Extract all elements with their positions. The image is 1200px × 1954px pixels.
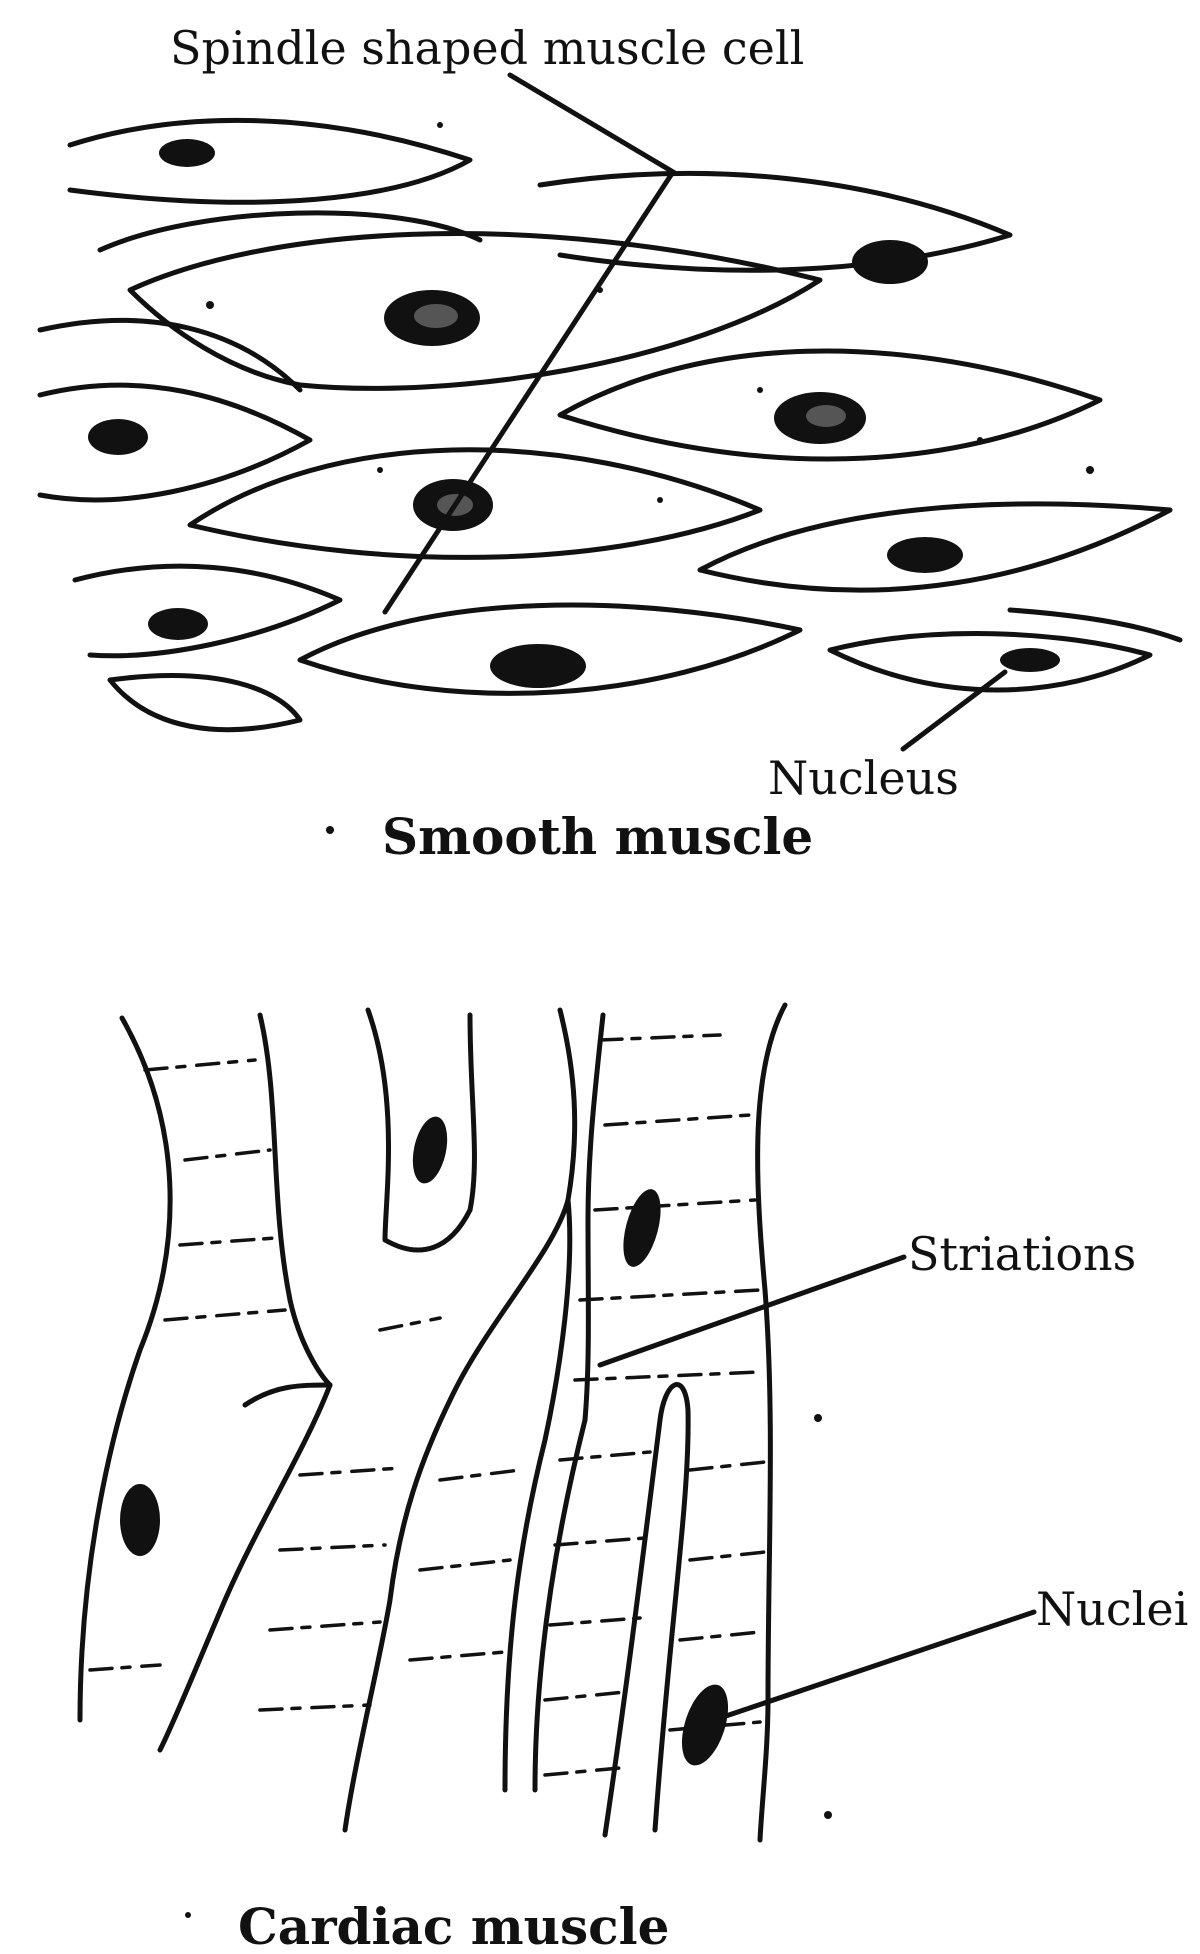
cardiac-muscle-fibers (77, 1002, 788, 1843)
cardiac-fiber-outline (365, 1007, 473, 1253)
striations-label: Striations (908, 1227, 1136, 1281)
speck (206, 301, 214, 309)
smooth-cell-outline (537, 170, 1013, 273)
smooth-nucleus (852, 240, 928, 284)
striations-leader-line (597, 1254, 907, 1368)
cardiac-fiber-outline (602, 1382, 691, 1838)
smooth-nucleus (88, 419, 148, 455)
spindle-label: Spindle shaped muscle cell (170, 21, 804, 75)
cardiac-fiber-outline (467, 1012, 477, 1213)
speck (814, 1414, 822, 1422)
smooth-cell-outline (297, 602, 803, 696)
spindle-leader-line (382, 72, 677, 615)
smooth-muscle-title: Smooth muscle (382, 807, 813, 866)
striation (558, 1450, 652, 1462)
smooth-cell-outline (107, 673, 303, 733)
cardiac-fiber-outline (532, 1417, 588, 1793)
striation (378, 1316, 442, 1332)
striation (688, 1550, 767, 1562)
smooth-cell-outline (827, 631, 1153, 693)
smooth-cell-outline (557, 348, 1103, 462)
smooth-cell-outline (697, 501, 1173, 593)
striation (548, 1616, 642, 1627)
cardiac-muscle-section: Striations Nuclei Cardiac muscle (77, 1002, 1188, 1954)
nucleus-leader-line (900, 669, 1008, 752)
cardiac-fiber-outline (755, 1002, 788, 1843)
smooth-muscle-section: Spindle shaped muscle cell Nucleus Smoot… (37, 21, 1183, 866)
striation (298, 1466, 402, 1477)
nuclei-label: Nuclei (1036, 1582, 1188, 1636)
striation (278, 1543, 387, 1552)
striation (143, 1058, 257, 1072)
cardiac-nucleus (681, 1684, 729, 1766)
cardiac-nucleus (120, 1484, 160, 1556)
striation (438, 1468, 522, 1482)
smooth-cell-outline (1007, 607, 1183, 643)
nucleus-label: Nucleus (768, 751, 959, 805)
cardiac-fiber-outline (242, 1382, 333, 1408)
striation (573, 1370, 762, 1382)
striation (593, 1198, 757, 1212)
striation (178, 1236, 277, 1247)
cardiac-fiber-outline (342, 1197, 571, 1833)
striation (88, 1663, 162, 1672)
smooth-nucleus (887, 537, 963, 573)
striation (678, 1630, 762, 1642)
cardiac-fiber-outline (257, 1012, 333, 1388)
striation (553, 1536, 647, 1547)
smooth-nucleus (159, 139, 215, 167)
cardiac-fiber-outline (77, 1015, 173, 1723)
speck (824, 1811, 832, 1819)
cardiac-fiber-outline (557, 1007, 578, 1203)
cardiac-nucleus (623, 1189, 661, 1267)
striation (578, 1288, 762, 1302)
speck (185, 1912, 191, 1918)
smooth-cell-outline (67, 117, 473, 205)
smooth-cell-outline (127, 231, 823, 391)
smooth-cell-outline (72, 563, 343, 659)
striation (408, 1650, 507, 1662)
speck (326, 826, 334, 834)
cardiac-striations (88, 1033, 767, 1777)
cardiac-fiber-outline (582, 1012, 606, 1423)
smooth-nucleus (148, 608, 208, 640)
smooth-cell-outline (37, 382, 313, 503)
smooth-muscle-specks (206, 122, 1094, 834)
speck (1086, 466, 1094, 474)
striation (543, 1690, 627, 1702)
cardiac-muscle-title: Cardiac muscle (238, 1897, 669, 1954)
striation (688, 1460, 767, 1472)
speck (437, 122, 443, 128)
striation (598, 1033, 722, 1042)
cardiac-fiber-outline (157, 1382, 333, 1753)
cardiac-nucleus (412, 1116, 448, 1184)
speck (757, 387, 763, 393)
smooth-nucleus (490, 644, 586, 688)
striation (183, 1148, 272, 1162)
smooth-muscle-cells (37, 117, 1183, 733)
speck (377, 467, 383, 473)
smooth-nucleolus (414, 304, 458, 328)
cardiac-nuclei (120, 1116, 729, 1766)
striation (258, 1703, 372, 1712)
striation (543, 1766, 622, 1777)
cardiac-fiber-outline (502, 1197, 573, 1793)
smooth-cell-outline (97, 210, 483, 253)
nuclei-leader-line (717, 1609, 1037, 1721)
smooth-nucleus (1000, 648, 1060, 672)
striation (163, 1308, 287, 1322)
smooth-muscle-nuclei (88, 139, 1060, 688)
speck (977, 437, 983, 443)
striation (603, 1113, 752, 1127)
smooth-cell-outline (187, 447, 763, 560)
striation (268, 1620, 382, 1632)
speck (657, 497, 663, 503)
smooth-cell-outline (37, 317, 303, 393)
smooth-nucleolus (806, 405, 846, 427)
striation (418, 1558, 512, 1572)
